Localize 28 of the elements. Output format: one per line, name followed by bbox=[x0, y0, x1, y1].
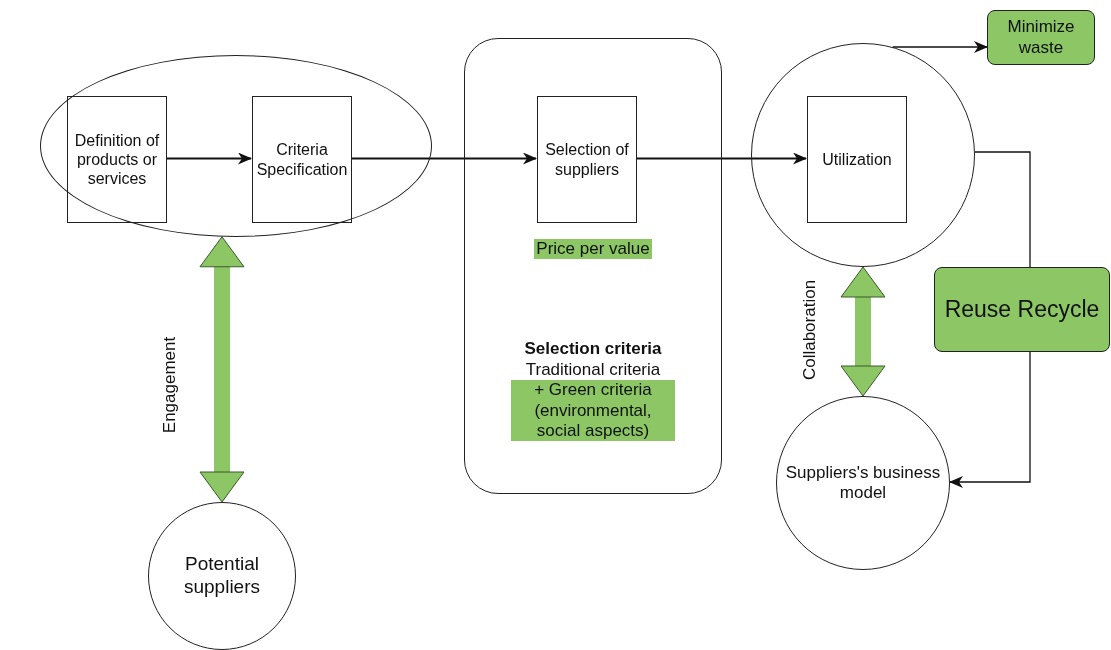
criteria-text: + Green criteria (environmental, social aspects) bbox=[511, 380, 675, 442]
node-label: Potential suppliers bbox=[182, 553, 261, 599]
criteria-text: Traditional criteria bbox=[524, 359, 662, 381]
node-label: Utilization bbox=[821, 149, 893, 170]
criteria-text: Price per value bbox=[534, 239, 652, 260]
arrow bbox=[636, 152, 807, 165]
process-box bbox=[252, 96, 352, 223]
section-heading: Selection criteria bbox=[523, 339, 663, 360]
process-box bbox=[807, 96, 907, 223]
node-label: Reuse Recycle bbox=[943, 295, 1101, 324]
node-label: Criteria Specification bbox=[255, 140, 349, 179]
double-arrow bbox=[199, 236, 245, 503]
arrow bbox=[166, 152, 252, 165]
connector-line bbox=[974, 151, 1031, 268]
node-label: Minimize waste bbox=[1006, 17, 1076, 58]
outcome-box bbox=[987, 10, 1095, 65]
node-label: Selection of suppliers bbox=[544, 140, 630, 179]
process-box bbox=[537, 96, 637, 223]
node-label: Definition of products or services bbox=[73, 130, 161, 189]
arrow bbox=[892, 41, 988, 53]
group-panel bbox=[464, 38, 722, 494]
edge-label: Engagement bbox=[160, 336, 180, 434]
outcome-box bbox=[934, 267, 1110, 352]
double-arrow bbox=[840, 266, 886, 397]
arrow bbox=[351, 152, 537, 165]
process-box bbox=[67, 96, 167, 223]
node-label: Suppliers's business model bbox=[784, 462, 942, 504]
arrow bbox=[949, 351, 1031, 488]
